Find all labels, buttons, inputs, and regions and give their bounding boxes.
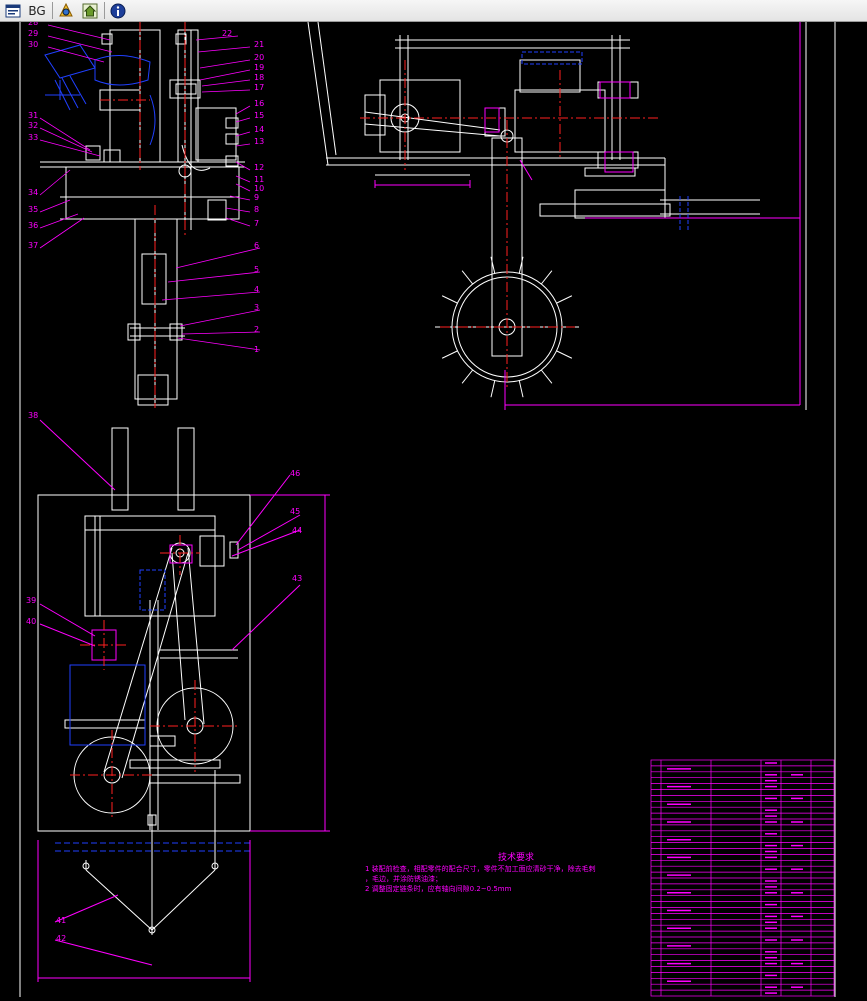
plan-view-magenta xyxy=(37,419,330,982)
part-number-label: 43 xyxy=(292,574,302,583)
cad-drawing: 2829302221201918171615141331323334353637… xyxy=(19,18,836,997)
toolbar-separator xyxy=(104,2,105,19)
background-toggle-label: BG xyxy=(28,3,46,18)
background-toggle-button[interactable]: BG xyxy=(25,2,49,19)
sprocket-spike xyxy=(540,270,553,285)
left-view-centerlines xyxy=(100,22,186,408)
part-number-label: 19 xyxy=(254,63,264,72)
part-number-label: 30 xyxy=(28,40,38,49)
front-view-hidden xyxy=(521,51,689,232)
tech-req-line-2: ，毛边，并涂防锈油漆； xyxy=(365,874,442,883)
sprocket-spike xyxy=(441,350,458,359)
drawing-frame xyxy=(19,22,836,997)
toolbar-separator xyxy=(52,2,53,19)
sprocket-spikes xyxy=(435,256,579,398)
part-number-label: 33 xyxy=(28,133,38,142)
tech-req-line-3: 2 调整固定链条时，应有轴向间隙0.2~0.5mm xyxy=(365,884,512,893)
part-number-label: 5 xyxy=(254,265,259,274)
part-number-label: 22 xyxy=(222,29,232,38)
bill-of-materials xyxy=(650,759,835,997)
part-number-label: 38 xyxy=(28,411,38,420)
part-number-label: 36 xyxy=(28,221,38,230)
part-number-label: 29 xyxy=(28,29,38,38)
home-icon[interactable] xyxy=(80,2,100,19)
front-view-magenta xyxy=(374,22,801,410)
sprocket-spike xyxy=(518,380,524,398)
part-number-label: 37 xyxy=(28,241,38,250)
plan-view xyxy=(37,427,251,935)
part-number-label: 15 xyxy=(254,111,264,120)
part-number-label: 11 xyxy=(254,175,264,184)
part-number-label: 44 xyxy=(292,526,302,535)
tech-req-line-1: 1 装配前检查，相配零件的配合尺寸，零件不加工面应清砂干净，除去毛刺 xyxy=(365,864,596,873)
part-number-label: 2 xyxy=(254,325,259,334)
part-number-label: 31 xyxy=(28,111,38,120)
part-number-label: 3 xyxy=(254,303,259,312)
part-number-label: 7 xyxy=(254,219,259,228)
sprocket-spike xyxy=(518,256,524,274)
sprocket-spike xyxy=(490,380,496,398)
part-number-label: 1 xyxy=(254,345,259,354)
part-number-label: 46 xyxy=(290,469,300,478)
viewer-toolbar: BG xyxy=(0,0,867,22)
sprocket-spike xyxy=(441,295,458,304)
part-number-label: 10 xyxy=(254,184,264,193)
layers-icon[interactable] xyxy=(56,2,76,19)
part-number-label: 14 xyxy=(254,125,264,134)
part-number-label: 20 xyxy=(254,53,264,62)
left-view-part-numbers: 2829302221201918171615141331323334353637… xyxy=(28,18,264,354)
motor-hidden-lines xyxy=(44,44,156,146)
plan-view-centerlines xyxy=(70,535,240,820)
view-icon[interactable] xyxy=(3,2,23,19)
plan-view-part-numbers: 38 46 45 44 43 39 40 41 42 xyxy=(26,411,302,943)
sprocket-spike xyxy=(461,270,474,285)
sprocket-spike xyxy=(461,369,474,384)
sprocket-spike xyxy=(490,256,496,274)
part-number-label: 21 xyxy=(254,40,264,49)
part-number-label: 8 xyxy=(254,205,259,214)
left-view-leaders xyxy=(39,24,261,351)
part-number-label: 9 xyxy=(254,193,259,202)
part-number-label: 39 xyxy=(26,596,36,605)
part-number-label: 40 xyxy=(26,617,36,626)
front-view xyxy=(307,21,760,383)
sprocket-spike xyxy=(540,369,553,384)
technical-requirements: 技术要求 1 装配前检查，相配零件的配合尺寸，零件不加工面应清砂干净，除去毛刺 … xyxy=(365,851,596,893)
part-number-label: 6 xyxy=(254,241,259,250)
part-number-label: 13 xyxy=(254,137,264,146)
part-number-label: 16 xyxy=(254,99,264,108)
part-number-label: 34 xyxy=(28,188,38,197)
part-number-label: 32 xyxy=(28,121,38,130)
left-elevation-view xyxy=(40,29,245,406)
sprocket-spike xyxy=(556,295,573,304)
part-number-label: 35 xyxy=(28,205,38,214)
part-number-label: 28 xyxy=(28,22,38,27)
part-number-label: 42 xyxy=(56,934,66,943)
info-icon[interactable] xyxy=(108,2,128,19)
tech-req-title: 技术要求 xyxy=(498,851,534,863)
part-number-label: 18 xyxy=(254,73,264,82)
part-number-label: 41 xyxy=(56,916,66,925)
part-number-label: 45 xyxy=(290,507,300,516)
sprocket-spike xyxy=(556,350,573,359)
plan-view-hidden xyxy=(55,569,250,852)
part-number-label: 17 xyxy=(254,83,264,92)
front-view-centerlines xyxy=(360,60,660,390)
part-number-label: 4 xyxy=(254,285,259,294)
part-number-label: 12 xyxy=(254,163,264,172)
